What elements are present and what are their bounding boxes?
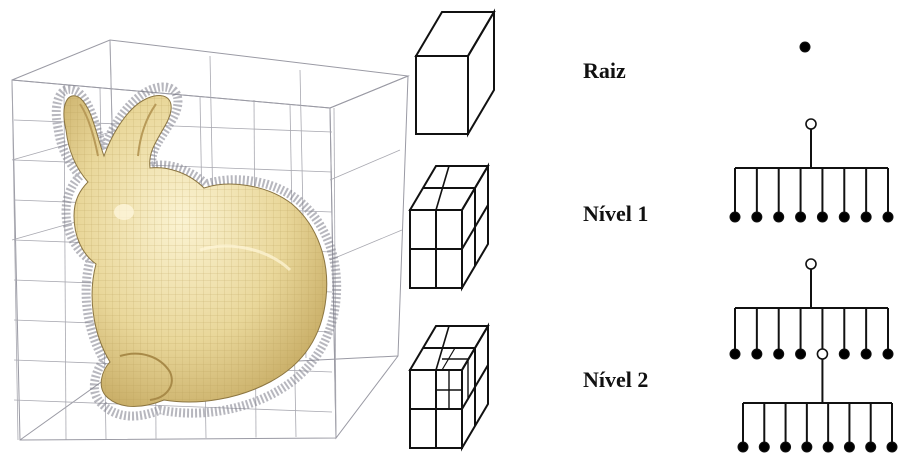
cube-level2 (408, 322, 490, 452)
tree-l2-child-node (882, 348, 894, 360)
label-root: Raiz (583, 58, 626, 83)
grid-line-vertical (333, 107, 337, 437)
label-level2: Nível 2 (583, 367, 648, 392)
tree-l2-child-node (773, 348, 785, 360)
tree-l2-sub-child-node (758, 441, 770, 453)
tree-l1-child-node (729, 211, 741, 223)
tree-l2-sub-child-node (801, 441, 813, 453)
cube-root (414, 8, 496, 138)
tree-l1-root-node (805, 118, 817, 130)
octree-tree-diagrams (729, 41, 898, 453)
tree-l2-child-node (838, 348, 850, 360)
tree-l1-child-node (860, 211, 872, 223)
tree-l2-child-node (795, 348, 807, 360)
tree-l2-child-node (816, 348, 829, 360)
grid-line-vertical (11, 79, 19, 441)
cube-level1 (408, 162, 490, 292)
tree-l2-sub-child-node (822, 441, 834, 453)
tree-l2-sub-child-node (886, 441, 898, 453)
tree-l1-child-node (816, 211, 828, 223)
label-level1: Nível 1 (583, 201, 648, 226)
tree-l2-sub-child-node (737, 441, 749, 453)
tree-l2-child-node (729, 348, 741, 360)
tree-l1-child-node (882, 211, 894, 223)
tree-root-node (799, 41, 811, 53)
octree-bunny-illustration (11, 39, 410, 441)
tree-l1-child-node (795, 211, 807, 223)
tree-l2-child-node (751, 348, 763, 360)
grid-line-horizontal (13, 399, 333, 413)
fine-voxel-shell (51, 82, 342, 421)
tree-l1-child-node (773, 211, 785, 223)
tree-l2-sub-child-node (780, 441, 792, 453)
tree-l1-child-node (751, 211, 763, 223)
tree-l2-root-node (805, 258, 817, 270)
grid-line-vertical (63, 83, 67, 440)
tree-l2-sub-child-node (843, 441, 855, 453)
tree-l1-child-node (838, 211, 850, 223)
bunny-mesh (63, 95, 328, 407)
tree-l2-sub-child-node (865, 441, 877, 453)
grid-line-depth (329, 149, 401, 181)
tree-l2-child-node (860, 348, 872, 360)
grid-line-depth (329, 229, 403, 261)
